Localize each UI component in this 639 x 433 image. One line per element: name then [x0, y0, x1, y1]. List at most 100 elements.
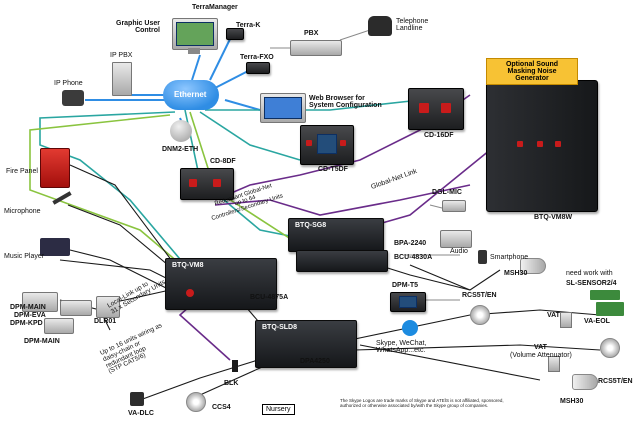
- btq-sld8-tag: BTQ-SLD8: [262, 324, 297, 331]
- va-eol-icon: [596, 302, 624, 316]
- label-cd-8df: CD-8DF: [210, 158, 236, 165]
- dpm-kpd-icon: [44, 318, 74, 334]
- label-vat-top: VAT: [547, 312, 560, 319]
- teal-to-cdt5: [199, 111, 301, 161]
- label-blk: BLK: [224, 380, 239, 387]
- link-terra-fxo: [214, 69, 251, 89]
- label-cd-t5df: CD-T5DF: [318, 166, 348, 173]
- label-terra-fxo: Terra-FXO: [240, 54, 274, 61]
- blk-icon: [232, 360, 238, 372]
- label-graphic-user-control: Graphic User Control: [116, 20, 160, 35]
- label-microphone: Microphone: [4, 208, 41, 215]
- label-rcs5t-en-bottom: RCS5T/EN: [598, 378, 633, 385]
- label-music-player: Music Player: [4, 253, 45, 260]
- global-net-purple-2: [214, 184, 471, 216]
- sld8-to-rcs-bottom: [354, 344, 601, 351]
- dpm-t5-icon: [390, 292, 426, 312]
- va-dlc-icon: [130, 392, 144, 406]
- horn-speaker-icon: [520, 258, 546, 274]
- link-terramanager: [191, 54, 201, 81]
- label-dgl-mic: DGL-MIC: [432, 189, 462, 196]
- fire-panel-icon: [40, 148, 70, 188]
- label-sl-sensor: SL-SENSOR2/4: [566, 280, 617, 287]
- terramanager-monitor-icon: [172, 18, 218, 50]
- fire-panel-link: [69, 164, 176, 266]
- label-vat-bottom: VAT: [534, 344, 547, 351]
- gray-links: [270, 29, 460, 301]
- label-dpm-t5: DPM-T5: [392, 282, 419, 289]
- label-audio: Audio: [450, 248, 468, 255]
- pbx-telephone: [339, 29, 371, 41]
- label-dnm2-eth: DNM2-ETH: [162, 146, 199, 153]
- ethernet-cloud-icon: [163, 80, 219, 110]
- label-need-work-with: need work with: [566, 270, 613, 277]
- monitor-stand-icon: [188, 48, 200, 54]
- cd-8df-icon: [180, 168, 234, 200]
- dpm-eva-icon: [60, 300, 92, 316]
- teal-to-cd16: [205, 99, 421, 111]
- btq-sg8-rack-icon: BTQ-SG8: [288, 218, 384, 252]
- optional-sound-masking-callout: Optional Sound Masking Noise Generator: [486, 58, 578, 85]
- audio-device-icon: [440, 230, 472, 248]
- label-web-browser: Web Browser for System Configuration: [309, 95, 382, 110]
- terra-fxo-icon: [246, 62, 270, 74]
- label-ethernet: Ethernet: [174, 90, 207, 99]
- sld8-to-msh30: [359, 344, 541, 381]
- label-va-dlc: VA-DLC: [128, 410, 154, 417]
- label-ip-phone: IP Phone: [54, 80, 83, 87]
- skype-icon: [402, 320, 418, 336]
- smartphone-icon: [478, 250, 487, 264]
- label-btq-vm8w: BTQ-VM8W: [534, 214, 573, 221]
- btq-vm8-rack-icon: BTQ-VM8: [165, 258, 277, 310]
- vat-icon: [560, 312, 572, 328]
- ceiling-speaker-icon: [600, 338, 620, 358]
- btq-vm8-tag: BTQ-VM8: [172, 262, 204, 269]
- terra-k-icon: [226, 28, 244, 40]
- btq-sg8-tag: BTQ-SG8: [295, 222, 327, 229]
- btq-vm8w-cabinet-icon: [486, 80, 598, 212]
- label-skype-text: Skype, WeChat, WhatsApp...etc.: [376, 340, 427, 355]
- music-player-icon: [40, 238, 70, 256]
- ceiling-speaker-icon: [470, 305, 490, 325]
- label-ip-pbx: IP PBX: [110, 52, 133, 59]
- label-bcu-4875a: BCU-4875A: [250, 294, 289, 301]
- cd-t5df-icon: [300, 125, 354, 165]
- server-icon: [112, 62, 132, 96]
- microphone-link: [67, 204, 181, 276]
- dgl-mic-icon: [442, 200, 466, 212]
- label-pbx: PBX: [304, 30, 319, 37]
- label-va-eol: VA-EOL: [584, 318, 610, 325]
- link-terra-k: [209, 34, 233, 81]
- sg8-to-msh30: [409, 264, 501, 291]
- label-dpm-main-1: DPM-MAIN: [10, 304, 46, 311]
- label-bpa-2240: BPA-2240: [394, 240, 427, 247]
- label-msh30-bottom: MSH30: [560, 398, 584, 405]
- btq-sld8-rack-icon: BTQ-SLD8: [255, 320, 357, 368]
- label-fire-panel: Fire Panel: [6, 168, 38, 175]
- cd-16df-icon: [408, 88, 464, 130]
- pbx-switch-icon: [290, 40, 342, 56]
- label-terra-k: Terra-K: [236, 22, 261, 29]
- label-ccs4: CCS4: [212, 404, 231, 411]
- label-cd-16df: CD-16DF: [424, 132, 454, 139]
- bcu-4830a-rack-icon: [296, 250, 388, 272]
- browser-monitor-icon: [260, 93, 306, 123]
- vat-icon: [548, 356, 560, 372]
- label-telephone-landline: Telephone Landline: [396, 18, 429, 33]
- sl-sensor-icon: [590, 290, 620, 300]
- dlr01-icon: [96, 296, 120, 318]
- label-dpa4250: DPA4250: [300, 358, 330, 365]
- nursery-box: Nursery: [262, 404, 295, 415]
- green-to-vm8: [29, 114, 206, 286]
- horn-speaker-icon: [572, 374, 598, 390]
- skype-disclaimer: The Skype Logos are trade marks of Skype…: [340, 398, 504, 409]
- label-rcs5t-en-top: RCS5T/EN: [462, 292, 497, 299]
- telephone-icon: [368, 16, 392, 36]
- dnm2-eth-icon: [170, 120, 192, 142]
- ceiling-speaker-icon: [186, 392, 206, 412]
- label-dpm-eva: DPM-EVA: [14, 312, 46, 319]
- label-msh30-top: MSH30: [504, 270, 528, 277]
- label-bcu-4830a: BCU-4830A: [394, 254, 433, 261]
- label-dpm-kpd: DPM-KPD: [10, 320, 43, 327]
- label-volume-attenuator: (Volume Attenuator): [510, 352, 572, 359]
